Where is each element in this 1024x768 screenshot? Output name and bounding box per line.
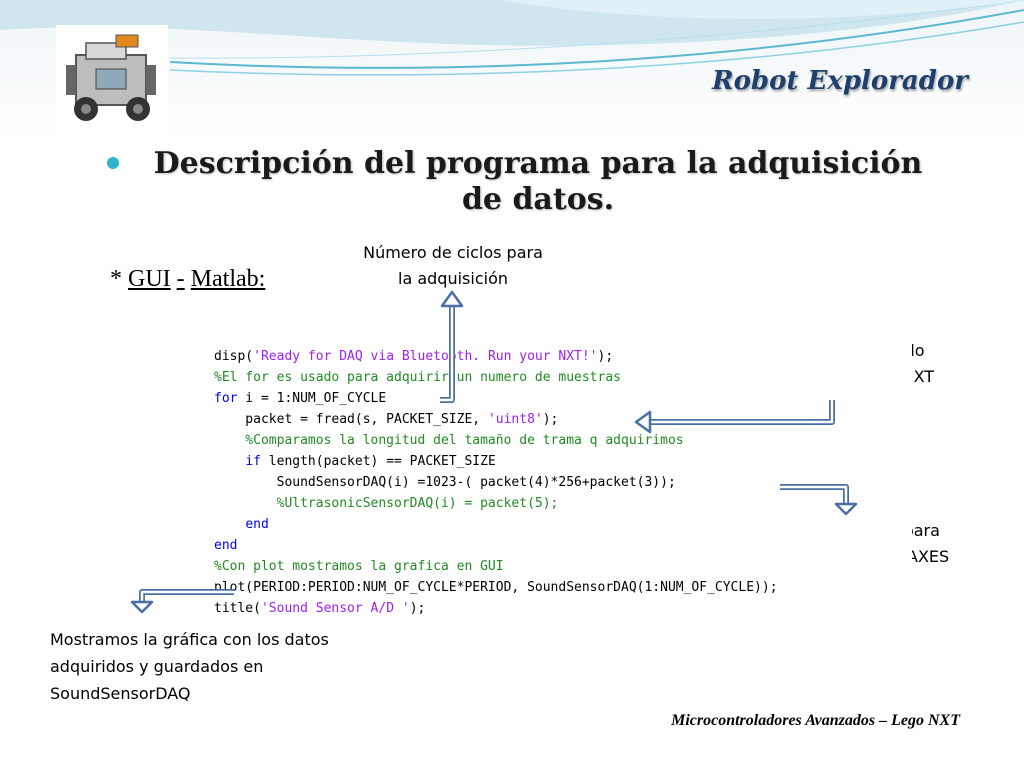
code-line: disp('Ready for DAQ via Bluetooth. Run y… <box>214 346 613 367</box>
code-line: SoundSensorDAQ(i) =1023-( packet(4)*256+… <box>214 472 676 493</box>
matlab-text: Matlab: <box>190 266 266 292</box>
gui-matlab-label: * GUI - Matlab: <box>110 266 265 293</box>
code-line: %Con plot mostramos la grafica en GUI <box>214 556 504 577</box>
callout-ciclos-line2: la adquisición <box>398 269 508 288</box>
dash-text: - <box>176 266 185 292</box>
code-token: title( <box>214 601 261 616</box>
robot-image <box>56 25 168 129</box>
code-token: %Con plot mostramos la grafica en GUI <box>214 559 504 574</box>
code-token: SoundSensorDAQ(i) =1023-( packet(4)*256+… <box>214 475 676 490</box>
code-token <box>214 454 245 469</box>
arrow-ciclos-head <box>440 290 464 308</box>
code-line: end <box>214 535 237 556</box>
slide-title: Robot Explorador <box>711 66 968 96</box>
slide-footer: Microcontroladores Avanzados – Lego NXT <box>671 712 960 729</box>
code-line: %El for es usado para adquirir un numero… <box>214 367 621 388</box>
circle-bullet-icon <box>107 157 119 169</box>
header-waves <box>0 0 1024 76</box>
callout-ciclos-line1: Número de ciclos para <box>363 243 543 262</box>
code-token: %El for es usado para adquirir un numero… <box>214 370 621 385</box>
matlab-code-block: disp('Ready for DAQ via Bluetooth. Run y… <box>214 343 912 621</box>
star-marker: * <box>110 266 122 292</box>
code-token: if <box>245 454 261 469</box>
code-token: ); <box>542 412 559 427</box>
code-token: ); <box>597 349 614 364</box>
arrow-muestra-head <box>130 600 154 614</box>
code-token: disp( <box>214 349 254 364</box>
code-token: length(packet) == PACKET_SIZE <box>260 454 496 469</box>
code-line: for i = 1:NUM_OF_CYCLE <box>214 388 386 409</box>
code-token: ); <box>409 601 426 616</box>
code-line: %UltrasonicSensorDAQ(i) = packet(5); <box>214 493 559 514</box>
code-token: plot(PERIOD:PERIOD:NUM_OF_CYCLE*PERIOD, … <box>214 580 778 595</box>
bullet-heading: Descripción del programa para la adquisi… <box>153 146 923 217</box>
code-token: for <box>214 391 238 406</box>
callout-muestra-line3: SoundSensorDAQ <box>50 684 191 703</box>
code-line: end <box>214 514 269 535</box>
code-token: %UltrasonicSensorDAQ(i) = packet(5); <box>214 496 559 511</box>
code-token <box>214 517 245 532</box>
code-line: %Comparamos la longitud del tamaño de tr… <box>214 430 684 451</box>
callout-muestra-line2: adquiridos y guardados en <box>50 657 264 676</box>
code-token: %Comparamos la longitud del tamaño de tr… <box>214 433 684 448</box>
code-line: title('Sound Sensor A/D '); <box>214 598 425 619</box>
code-token: i = 1:NUM_OF_CYCLE <box>237 391 387 406</box>
code-token: end <box>245 517 269 532</box>
callout-muestra: Mostramos la gráfica con los datos adqui… <box>50 626 390 707</box>
callout-muestra-line1: Mostramos la gráfica con los datos <box>50 630 329 649</box>
code-token: 'Ready for DAQ via Bluetooth. Run your N… <box>253 349 598 364</box>
code-token: end <box>214 538 238 553</box>
gui-text: GUI <box>128 266 171 292</box>
code-line: plot(PERIOD:PERIOD:NUM_OF_CYCLE*PERIOD, … <box>214 577 778 598</box>
callout-ciclos: Número de ciclos para la adquisición <box>340 240 566 292</box>
code-token: 'uint8' <box>487 412 543 427</box>
code-token: 'Sound Sensor A/D ' <box>260 601 410 616</box>
code-token: packet = fread(s, PACKET_SIZE, <box>214 412 488 427</box>
code-line: if length(packet) == PACKET_SIZE <box>214 451 496 472</box>
code-line: packet = fread(s, PACKET_SIZE, 'uint8'); <box>214 409 558 430</box>
